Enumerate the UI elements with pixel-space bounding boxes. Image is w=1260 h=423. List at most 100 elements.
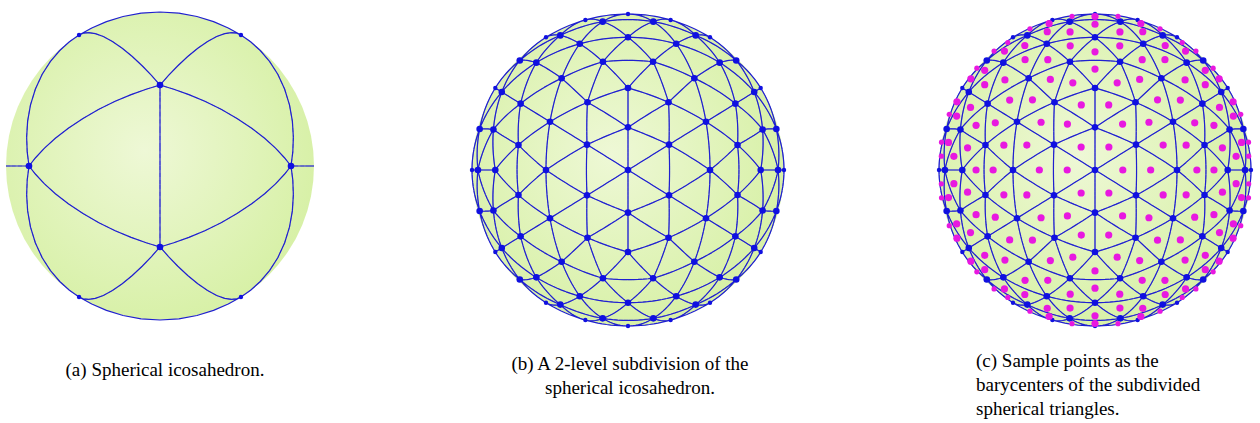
barycenter-dot xyxy=(1154,237,1161,244)
barycenter-dot xyxy=(1069,79,1076,86)
vertex-dot xyxy=(626,12,630,16)
vertex-dot xyxy=(650,275,657,282)
vertex-dot xyxy=(957,207,964,214)
vertex-dot xyxy=(1249,168,1253,172)
vertex-dot xyxy=(691,75,698,82)
barycenter-dot xyxy=(1191,119,1198,126)
barycenter-dot xyxy=(1067,42,1074,49)
barycenter-dot xyxy=(1219,189,1226,196)
vertex-dot xyxy=(1140,293,1147,300)
barycenter-dot xyxy=(1180,295,1185,300)
barycenter-dot xyxy=(1139,277,1146,284)
barycenter-dot xyxy=(1021,42,1028,49)
barycenter-dot xyxy=(1210,211,1217,218)
vertex-dot xyxy=(600,58,607,65)
icosahedron-arcs xyxy=(6,12,314,320)
barycenter-dot xyxy=(1027,26,1032,31)
sample-points xyxy=(937,12,1253,328)
vertex-dot xyxy=(1158,75,1165,82)
barycenter-dot xyxy=(1021,291,1028,298)
barycenter-dot xyxy=(1154,96,1161,103)
barycenter-dot xyxy=(1191,214,1198,221)
vertex-dot xyxy=(1024,32,1031,39)
vertex-dot xyxy=(983,276,990,283)
vertex-dot xyxy=(984,100,991,107)
barycenter-dot xyxy=(1067,291,1074,298)
vertex-dot xyxy=(668,18,672,22)
vertex-dot xyxy=(1011,35,1015,39)
barycenter-dot xyxy=(1210,122,1217,129)
subfigure-caption: (c) Sample points as the barycenters of … xyxy=(976,349,1248,421)
barycenter-dot xyxy=(972,122,979,129)
vertex-dot xyxy=(734,192,741,199)
vertex-dot xyxy=(982,192,989,199)
vertex-dot xyxy=(1218,89,1225,96)
vertex-dot xyxy=(516,276,523,283)
vertex-dot xyxy=(666,192,673,199)
vertex-dot xyxy=(1117,18,1124,25)
vertex-dot xyxy=(1170,215,1177,222)
vertex-dot xyxy=(1092,209,1099,216)
vertex-dot xyxy=(1014,215,1021,222)
vertex-dot xyxy=(1218,245,1225,252)
vertex-dot xyxy=(965,89,972,96)
sphere-a xyxy=(6,12,314,320)
vertex-dot xyxy=(957,126,964,133)
vertex-dot xyxy=(547,118,554,125)
vertex-dot xyxy=(943,208,950,215)
barycenter-dot xyxy=(950,180,957,187)
vertex-dot xyxy=(584,141,591,148)
barycenter-dot xyxy=(1001,285,1008,292)
barycenter-dot xyxy=(1160,191,1167,198)
vertex-dot xyxy=(668,318,672,322)
barycenter-dot xyxy=(1047,257,1054,264)
vertex-dot xyxy=(576,40,583,47)
vertex-dot xyxy=(493,86,497,90)
barycenter-dot xyxy=(1229,98,1236,105)
vertex-dot xyxy=(943,126,950,133)
barycenter-dot xyxy=(1238,223,1243,228)
barycenter-dot xyxy=(1078,231,1085,238)
vertex-dot xyxy=(759,250,763,254)
barycenter-dot xyxy=(981,266,988,273)
vertex-dot xyxy=(732,100,739,107)
barycenter-dot xyxy=(1044,28,1051,35)
vertex-dot xyxy=(1224,167,1231,174)
barycenter-dot xyxy=(1116,28,1123,35)
barycenter-dot xyxy=(1091,267,1098,274)
vertex-dot xyxy=(782,168,786,172)
vertex-dot xyxy=(757,167,764,174)
barycenter-dot xyxy=(939,140,944,145)
vertex-dot xyxy=(1174,167,1181,174)
barycenter-dot xyxy=(1037,214,1044,221)
barycenter-dot xyxy=(1160,141,1167,148)
barycenter-dot xyxy=(1181,256,1188,263)
vertex-dot xyxy=(1066,315,1073,322)
vertex-dot xyxy=(1133,192,1140,199)
barycenter-dot xyxy=(1046,20,1053,27)
barycenter-dot xyxy=(939,195,944,200)
vertex-dot xyxy=(1201,192,1208,199)
sphere-b xyxy=(472,14,784,326)
barycenter-dot xyxy=(1105,231,1112,238)
barycenter-dot xyxy=(1145,119,1152,126)
vertex-dot xyxy=(942,167,949,174)
barycenter-dot xyxy=(1091,65,1098,72)
vertex-dot xyxy=(1132,234,1139,241)
vertex-dot xyxy=(1051,141,1058,148)
vertex-dot xyxy=(1240,126,1247,133)
barycenter-dot xyxy=(981,81,988,88)
vertex-dot xyxy=(1183,274,1190,281)
barycenter-dot xyxy=(1119,212,1126,219)
subfigure-caption: (b) A 2-level subdivision of the spheric… xyxy=(500,352,760,400)
vertex-dot xyxy=(1051,99,1058,106)
barycenter-dot xyxy=(1037,119,1044,126)
barycenter-dot xyxy=(1091,13,1098,20)
visible-arcs xyxy=(472,14,784,326)
barycenter-dot xyxy=(1238,139,1245,146)
barycenter-dot xyxy=(1000,191,1007,198)
barycenter-dot xyxy=(1066,28,1073,35)
barycenter-dot xyxy=(1219,144,1226,151)
barycenter-dot xyxy=(939,154,944,159)
vertex-dot xyxy=(475,167,482,174)
